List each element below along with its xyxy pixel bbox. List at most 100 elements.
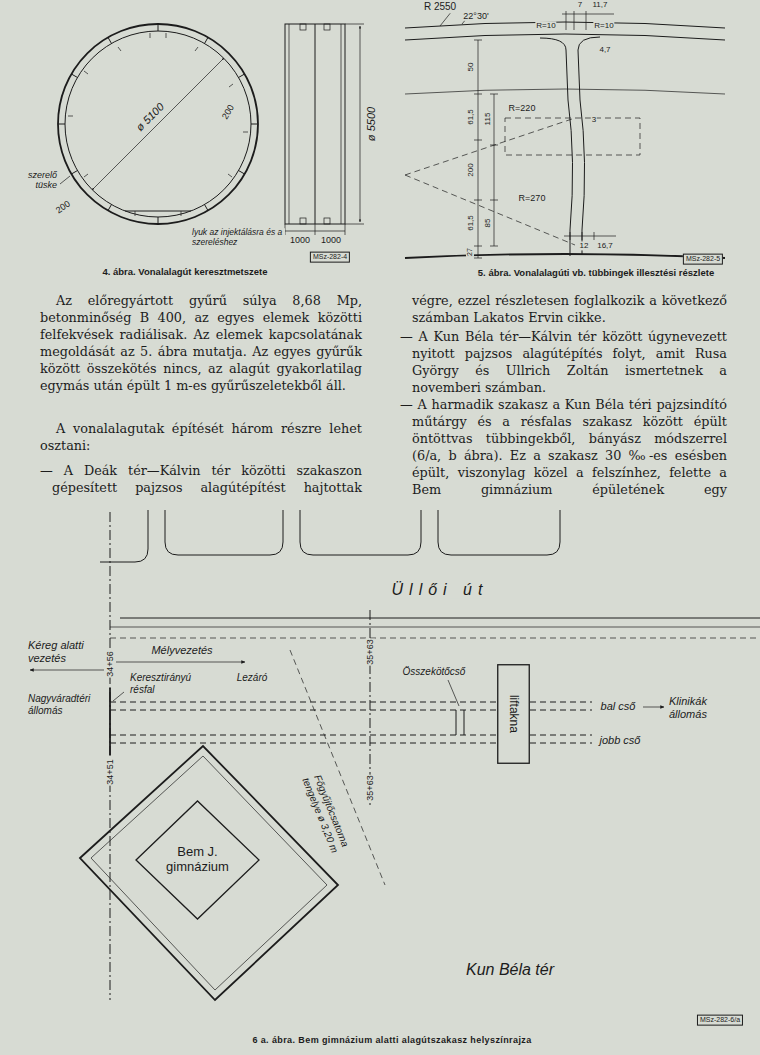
dimension-label: 1000 <box>320 235 342 245</box>
site-plan-figure-line <box>456 710 457 735</box>
figure-code: MSz-282-5 <box>683 254 723 265</box>
tunnel-ring-figure-line <box>84 174 88 177</box>
chainage-label: 34+51 <box>105 758 115 785</box>
tunnel-ring-figure-line <box>315 224 316 235</box>
tunnel-ring-figure-line <box>71 171 77 175</box>
tunnel-ring-figure-rect <box>324 218 330 224</box>
segment-joint-figure-path <box>578 37 600 255</box>
segment-joint-figure-line <box>478 40 479 258</box>
tunnel-ring-figure-rect <box>324 24 330 30</box>
site-plan-figure-line <box>110 702 497 703</box>
building-outline: Bem J. gimnázium <box>135 800 260 920</box>
dimension-label: 11,7 <box>592 0 609 9</box>
site-plan-figure-path <box>438 510 560 555</box>
segment-joint-figure <box>405 6 725 258</box>
segment-joint-figure-line <box>586 11 587 30</box>
tunnel-ring-figure-rect <box>285 24 345 224</box>
tunnel-ring-figure-line <box>108 205 112 211</box>
tunnel-ring-figure-line <box>181 211 182 216</box>
segment-joint-figure-line <box>490 145 498 146</box>
site-plan-figure-path <box>300 510 421 555</box>
site-plan-figure <box>30 510 760 1000</box>
tunnel-ring-figure-line <box>315 24 316 224</box>
part-label: szerelő tüske <box>16 170 58 191</box>
tunnel-ring-figure-line <box>205 205 209 211</box>
segment-joint-figure-path <box>405 254 725 258</box>
site-plan-figure-line <box>110 735 497 736</box>
segment-joint-figure-line <box>474 140 482 141</box>
tunnel-ring-figure-rect <box>300 24 306 30</box>
site-plan-figure-line <box>448 680 459 706</box>
site-plan-figure-line <box>110 638 760 639</box>
tunnel-ring-figure-line <box>92 58 224 190</box>
segment-joint-figure-line <box>474 94 482 95</box>
node-text: liftakna <box>507 695 521 733</box>
segment-joint-figure-path <box>405 34 725 40</box>
segment-joint-figure-line <box>570 232 571 240</box>
dimension-label: R=10 <box>535 21 556 30</box>
dimension-label: R 2550 <box>423 1 457 13</box>
tunnel-ring-figure-line <box>71 74 77 78</box>
tunnel-ring-figure-line <box>150 33 151 38</box>
tunnel-ring-figure-line <box>243 132 248 133</box>
tunnel-ring-figure-line <box>341 24 342 224</box>
chainage-label: 35+63 <box>365 774 375 801</box>
dimension-label: R=270 <box>518 193 547 203</box>
segment-joint-figure-line <box>564 236 616 237</box>
tunnel-ring-figure-line <box>135 211 136 216</box>
segment-joint-figure-line <box>405 175 575 245</box>
tunnel-ring-figure-line <box>229 84 233 87</box>
tunnel-ring-figure-line <box>84 71 88 74</box>
chainage-label: 34+56 <box>105 650 115 677</box>
segment-joint-figure-line <box>574 11 575 30</box>
site-plan-figure-polygon <box>91 756 327 990</box>
tunnel-ring-figure-line <box>289 24 290 224</box>
tunnel-ring-figure-line <box>285 231 345 232</box>
dimension-label: 61,5 <box>466 108 475 126</box>
segment-joint-figure-line <box>566 11 567 30</box>
segment-joint-figure-path <box>405 89 725 94</box>
body-text: A vonalalagutak építését három részre le… <box>40 420 362 454</box>
tunnel-ring-figure-line <box>118 47 121 51</box>
figure-code: MSz-282-4 <box>310 252 350 263</box>
map-label: Mélyvezetés <box>150 644 213 657</box>
sewer-label: Főgyűjtőcsatorna tengelye ø 3,20 m <box>297 764 355 863</box>
tunnel-ring-figure-line <box>58 124 65 125</box>
tunnel-ring-figure-line <box>345 224 364 225</box>
segment-joint-figure-line <box>594 232 595 240</box>
site-plan-figure-line <box>530 743 592 744</box>
site-plan-figure-line <box>116 662 245 663</box>
site-plan-figure-line <box>110 512 111 1000</box>
dimension-label: 85 <box>483 218 492 229</box>
segment-joint-figure-line <box>490 246 498 247</box>
site-plan-figure-polygon <box>80 746 338 1000</box>
dimension-label: 12 <box>579 241 590 250</box>
segment-joint-figure-path <box>540 38 573 256</box>
square-name: Kun Béla tér <box>464 961 556 979</box>
segment-joint-figure-line <box>474 200 482 201</box>
dimension-label: 22°30' <box>462 11 489 21</box>
site-plan-figure-line <box>110 710 497 711</box>
site-plan-figure-line <box>530 702 592 703</box>
tunnel-ring-figure-line <box>68 116 73 117</box>
chainage-label: 35+63 <box>365 638 375 665</box>
dimension-label: 61,5 <box>466 214 475 232</box>
dimension-label: 7 <box>577 0 583 9</box>
tunnel-ring-figure-line <box>360 26 361 222</box>
dimension-label: R=10 <box>593 21 614 30</box>
building-outline-shape <box>136 801 259 919</box>
segment-joint-figure-line <box>582 232 583 240</box>
body-text: végre, ezzel részletesen foglalkozik a k… <box>412 292 727 326</box>
site-plan-figure-line <box>530 710 592 711</box>
tunnel-ring-figure-line <box>195 47 198 51</box>
part-label: lyuk az injektálásra és a szereléshez <box>191 228 285 248</box>
node-text: Bem J. gimnázium <box>155 845 240 875</box>
tunnel-ring-figure-line <box>60 176 70 184</box>
segment-joint-figure-line <box>490 200 498 201</box>
dimension-label: 27 <box>466 247 474 257</box>
tunnel-ring-figure-rect <box>300 218 306 224</box>
dimension-label: 1000 <box>289 235 311 245</box>
tunnel-ring-figure-line <box>345 24 364 25</box>
segment-joint-figure-line <box>562 14 614 15</box>
